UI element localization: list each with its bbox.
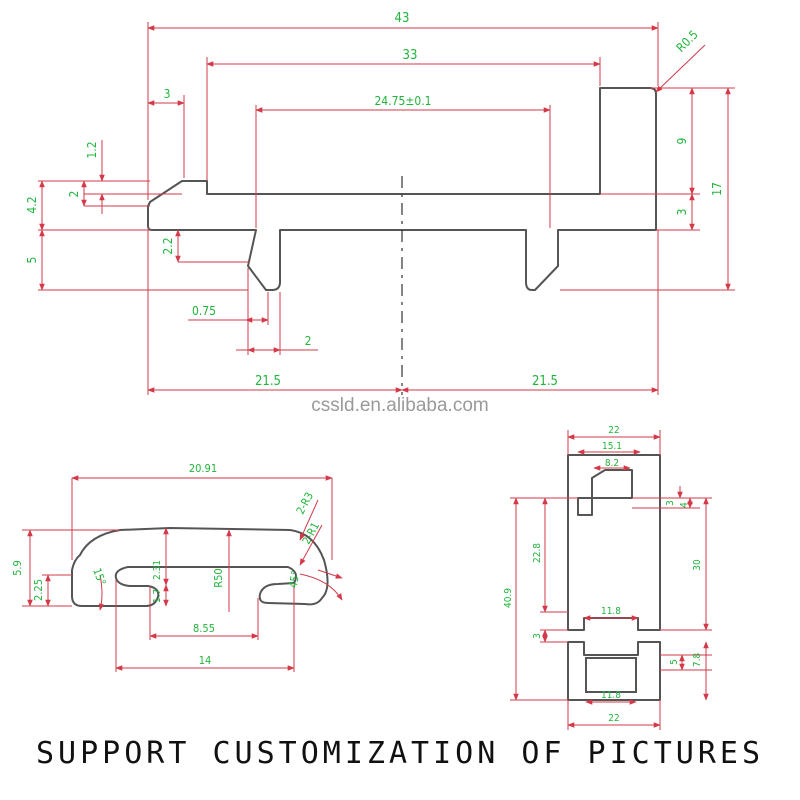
dim-step: 2 — [67, 191, 81, 198]
dim-bl-width: 20.91 — [189, 462, 217, 475]
dim-total-height: 17 — [710, 182, 724, 196]
dim-br-foot-gap: 5 — [669, 659, 680, 665]
dim-br-bottom-width: 22 — [608, 713, 619, 724]
dim-leg-width: 2 — [305, 334, 312, 348]
dim-bl-radius-inner: 2-R1 — [300, 520, 322, 546]
dim-br-foot-height: 7.8 — [692, 653, 703, 668]
bottom-right-dimensions — [510, 430, 712, 730]
dim-br-inner-width: 15.1 — [602, 441, 622, 452]
dim-leg-notch: 2.2 — [161, 237, 175, 254]
dim-br-total-height: 40.9 — [503, 588, 514, 608]
dim-br-foot-width: 11.8 — [601, 690, 621, 701]
dim-br-mid-width: 11.8 — [601, 606, 621, 617]
top-profile: 43 33 24.75±0.1 R0.5 3 1.2 2 4.2 5 2.2 0… — [25, 11, 735, 395]
dim-leg-radius: 0.75 — [192, 304, 216, 318]
dim-half-left: 21.5 — [255, 374, 281, 389]
top-profile-dimensions — [38, 22, 735, 395]
dim-flange-thickness: 3 — [675, 209, 689, 216]
dim-br-web: 3 — [532, 633, 543, 639]
watermark: cssld.en.alibaba.com — [311, 395, 488, 416]
bottom-left-profile: 20.91 5.9 2.25 15° 2-R3 2-R1 2.31 1.7 R5… — [11, 462, 343, 672]
dim-leg-height: 5 — [25, 257, 39, 264]
dim-lip-width: 3 — [164, 87, 171, 101]
dim-corner-radius: R0.5 — [673, 27, 700, 54]
dim-overall-width: 43 — [395, 11, 410, 26]
dim-br-neck-width: 8.2 — [605, 458, 619, 469]
bottom-right-profile: 22 15.1 8.2 3 4 22.8 30 40.9 11.8 3 5 7.… — [503, 425, 712, 730]
dim-bl-side-height: 2.25 — [32, 579, 45, 601]
dim-br-right-height: 30 — [692, 559, 703, 571]
dim-bl-base-width: 14 — [199, 654, 212, 667]
bottom-right-profile-outline — [567, 454, 661, 631]
dim-flange-height: 4.2 — [25, 196, 39, 213]
dim-inner-width: 33 — [403, 48, 418, 63]
dim-bl-slot-width: 8.55 — [193, 622, 215, 635]
dim-bl-chamfer-angle: 15° — [90, 566, 108, 587]
dim-half-right: 21.5 — [532, 374, 558, 389]
dim-bl-arc-radius: R50 — [212, 568, 225, 587]
top-profile-labels: 43 33 24.75±0.1 R0.5 3 1.2 2 4.2 5 2.2 0… — [25, 11, 724, 389]
dim-br-neck-gap: 3 — [665, 500, 676, 506]
dim-bl-slot-inner: 1.7 — [152, 589, 163, 603]
dim-br-neck-depth: 4 — [679, 502, 690, 508]
bottom-left-dimensions — [22, 475, 343, 672]
dim-bl-height: 5.9 — [11, 560, 24, 576]
dim-br-top-width: 22 — [608, 425, 619, 436]
dim-br-upper-height: 22.8 — [532, 543, 543, 563]
bottom-left-profile-outline — [71, 527, 329, 607]
dim-lip-height: 1.2 — [85, 141, 99, 158]
dim-bl-angle-right: 45° — [287, 570, 303, 590]
dim-bl-slot-height: 2.31 — [152, 560, 163, 580]
bottom-right-labels: 22 15.1 8.2 3 4 22.8 30 40.9 11.8 3 5 7.… — [503, 425, 703, 724]
dim-slot-width: 24.75±0.1 — [374, 94, 431, 108]
dim-upper-height: 9 — [675, 137, 689, 144]
caption: SUPPORT CUSTOMIZATION OF PICTURES — [35, 736, 765, 771]
bottom-right-profile-slot — [585, 657, 637, 693]
top-profile-outline — [147, 87, 657, 291]
